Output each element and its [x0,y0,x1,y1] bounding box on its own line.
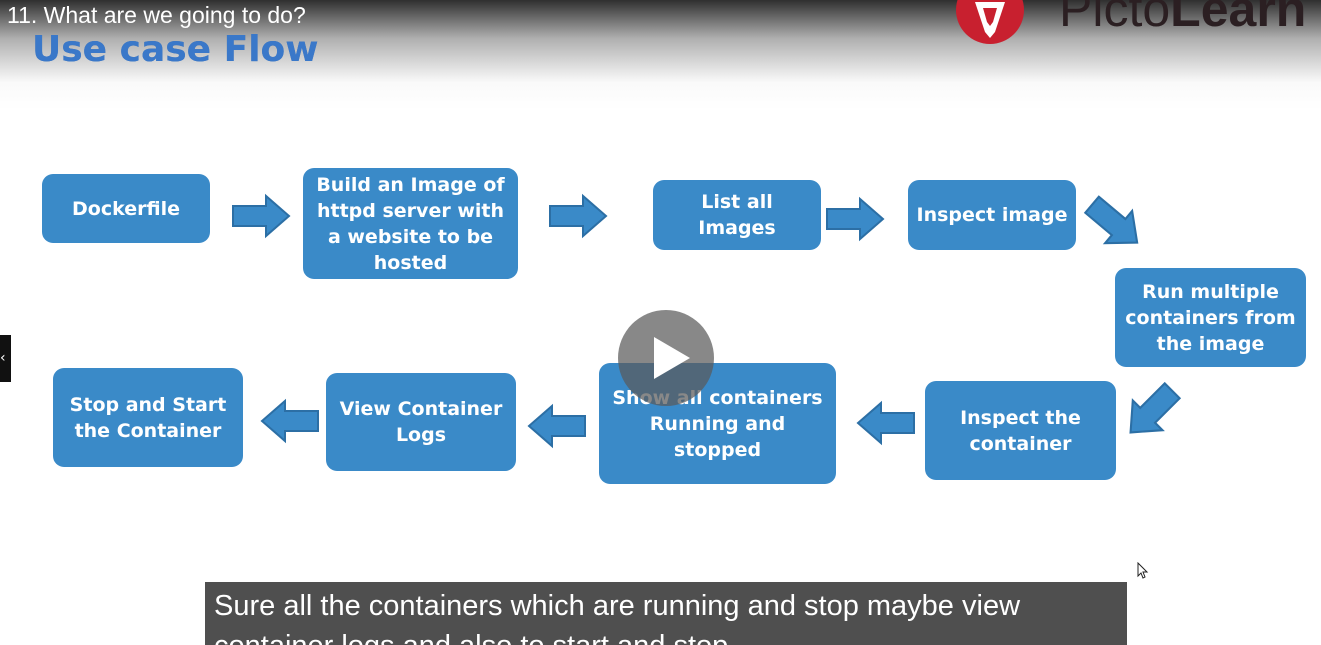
pictolearn-logo: PictoLearn [955,0,1321,50]
flow-step-label: Inspect image [916,204,1068,226]
flow-arrow-right-icon [826,196,885,242]
flow-step-label: Run multiple containers from the image [1125,280,1296,355]
flow-step-dockerfile: Dockerfile [42,174,210,243]
video-title[interactable]: 11. What are we going to do? [7,2,306,28]
flow-step-label: View Container Logs [339,398,503,446]
caption-text: Sure all the containers which are runnin… [214,590,1021,645]
slide-title-overlay: Use case Flow [32,29,319,70]
pictolearn-logo-icon [955,0,1025,50]
play-button[interactable] [618,310,714,406]
flow-step-build-image: Build an Image of httpd server with a we… [303,168,518,279]
logo-text-light: Picto [1059,0,1171,37]
flow-step-label: Dockerfile [72,197,180,220]
flow-step-label: Build an Image of httpd server with a we… [316,173,505,274]
play-icon [654,337,690,379]
logo-text: PictoLearn [1059,0,1306,38]
top-overlay [0,0,1321,110]
side-panel-toggle[interactable]: ‹ [0,335,11,382]
flow-step-inspect-container: Inspect the container [925,381,1116,480]
flow-arrow-right-icon [549,193,608,239]
flow-step-stop-start: Stop and Start the Container [53,368,243,467]
chevron-left-icon: ‹ [0,350,6,366]
flow-step-label: List all Images [698,191,776,239]
flow-step-run-containers: Run multiple containers from the image [1115,268,1306,367]
flow-step-label: Stop and Start the Container [69,393,227,442]
logo-text-bold: Learn [1170,0,1307,37]
flow-step-label: Inspect the container [960,406,1081,455]
flow-arrow-left-icon [527,403,586,449]
flow-step-view-logs: View Container Logs [326,373,516,471]
flow-arrow-down-left-icon [1120,381,1182,440]
flow-arrow-right-icon [232,193,291,239]
mouse-pointer-icon [1137,561,1149,580]
flow-step-list-images: List all Images [653,180,821,250]
caption-box: Sure all the containers which are runnin… [205,582,1127,645]
flow-arrow-left-icon [260,398,319,444]
flow-step-inspect-image: Inspect image [908,180,1076,250]
flow-arrow-down-right-icon [1083,195,1146,252]
flow-arrow-left-icon [856,400,915,446]
